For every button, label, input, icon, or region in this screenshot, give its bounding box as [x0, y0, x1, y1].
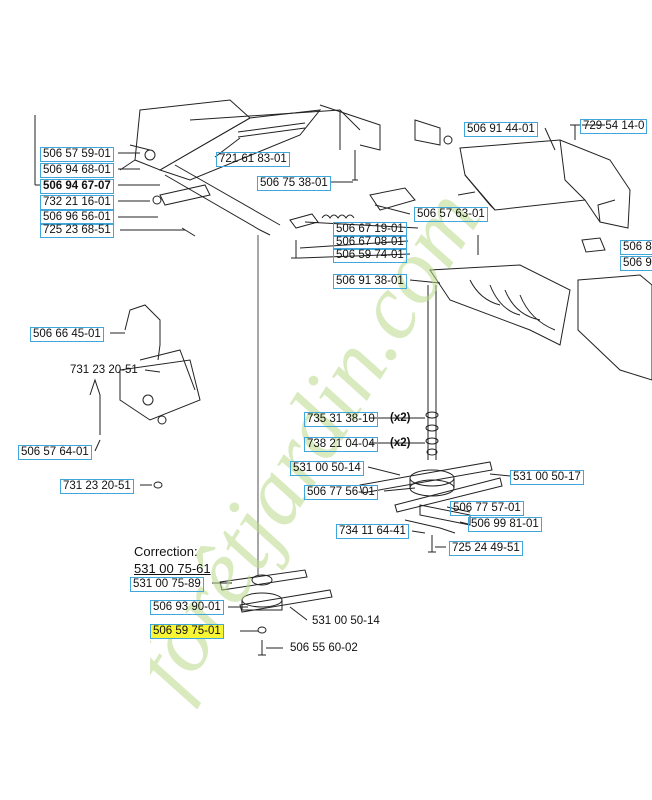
part-label: 506 67 19-01 [333, 222, 407, 237]
part-label: 506 59 74-01 [333, 248, 407, 263]
part-label: 731 23 20-51 [70, 364, 138, 376]
link-rod [124, 304, 161, 361]
part-label: 506 77 57-01 [450, 501, 524, 516]
part-label: 506 9 [620, 256, 652, 271]
blade-lower [219, 569, 308, 591]
rod [237, 122, 306, 138]
part-label: 506 66 45-01 [30, 327, 104, 342]
part-label: 506 99 81-01 [468, 517, 542, 532]
part-label: 506 8 [620, 240, 652, 255]
part-label: 506 91 38-01 [333, 274, 407, 289]
part-label: 506 91 44-01 [464, 122, 538, 137]
correction-title: Correction: [134, 544, 198, 559]
part-label: 506 93 90-01 [150, 600, 224, 615]
part-label: 725 23 68-51 [40, 223, 114, 238]
frame-long-diagonal [164, 164, 281, 236]
part-label: 531 00 50-14 [290, 461, 364, 476]
part-label: 735 31 38-10 [304, 412, 378, 427]
part-label: 506 94 68-01 [40, 163, 114, 178]
part-label: 506 67 08-01 [333, 235, 407, 250]
part-label: 506 55 60-02 [290, 642, 358, 654]
correction-part-number: 531 00 75-61 [134, 561, 211, 576]
part-label: 506 77 56-01 [304, 485, 378, 500]
blade-upper [359, 461, 493, 494]
part-label: 506 75 38-01 [257, 176, 331, 191]
part-quantity: (x2) [390, 437, 411, 449]
deflector [429, 264, 571, 346]
part-label: 725 24 49-51 [449, 541, 523, 556]
part-label: 506 94 67-07 [40, 179, 114, 194]
center-shaft [427, 285, 437, 460]
spring [321, 214, 355, 219]
highlighted-part-label: 506 59 75-01 [150, 624, 224, 639]
part-label: 721 61 83-01 [216, 152, 290, 167]
part-label: 734 11 64-41 [336, 524, 409, 539]
part-label: 731 23 20-51 [60, 479, 134, 494]
part-label: 531 00 75-89 [130, 577, 204, 592]
part-label: 738 21 04-04 [304, 437, 378, 452]
part-label: 732 21 16-01 [40, 195, 114, 210]
part-label: 531 00 50-17 [510, 470, 584, 485]
part-quantity: (x2) [390, 412, 411, 424]
part-label: 506 57 63-01 [414, 207, 488, 222]
part-label: 531 00 50-14 [312, 615, 380, 627]
part-label: 506 96 56-01 [40, 210, 114, 225]
part-label: 506 57 59-01 [40, 147, 114, 162]
part-label: 506 57 64-01 [18, 445, 92, 460]
part-label: 729 54 14-0 [580, 119, 648, 134]
